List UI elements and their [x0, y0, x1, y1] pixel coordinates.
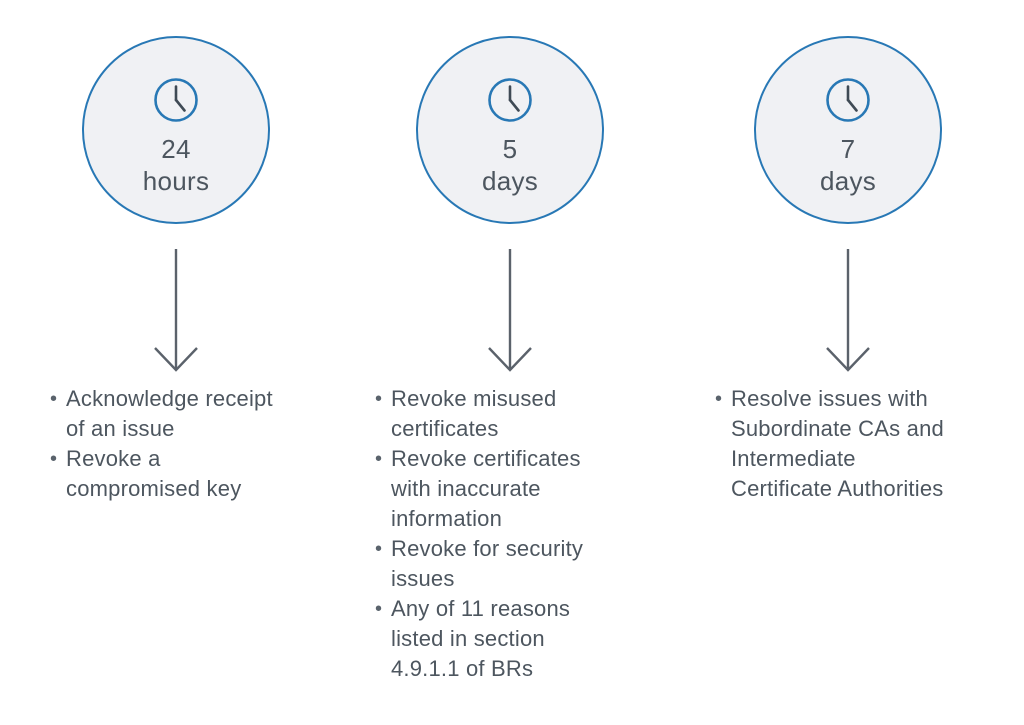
down-arrow-icon [824, 248, 872, 374]
column-24-hours: 24 hours Acknowledge receipt of an issue… [30, 0, 322, 725]
time-badge: 7 days [754, 36, 942, 224]
badge-unit: days [481, 166, 539, 196]
clock-icon [825, 77, 871, 123]
time-badge: 5 days [416, 36, 604, 224]
badge-value: 5 [502, 134, 518, 164]
badge-unit: hours [142, 166, 210, 196]
list-item: Acknowledge receipt of an issue [50, 384, 310, 444]
duty-list: Resolve issues with Subordinate CAs and … [715, 384, 995, 504]
badge-value: 24 [161, 134, 191, 164]
badge-value: 7 [840, 134, 856, 164]
badge-unit: days [819, 166, 877, 196]
list-item: Revoke certificates with inaccurate info… [375, 444, 645, 534]
down-arrow-icon [152, 248, 200, 374]
clock-icon [487, 77, 533, 123]
clock-icon [153, 77, 199, 123]
duty-list: Acknowledge receipt of an issue Revoke a… [50, 384, 310, 504]
column-5-days: 5 days Revoke misused certificates Revok… [362, 0, 658, 725]
duty-list: Revoke misused certificates Revoke certi… [375, 384, 645, 684]
list-item: Revoke for security issues [375, 534, 645, 594]
list-item: Resolve issues with Subordinate CAs and … [715, 384, 995, 504]
down-arrow-icon [486, 248, 534, 374]
list-item: Revoke misused certificates [375, 384, 645, 444]
list-item: Revoke a compromised key [50, 444, 310, 504]
column-7-days: 7 days Resolve issues with Subordinate C… [698, 0, 998, 725]
time-badge: 24 hours [82, 36, 270, 224]
list-item: Any of 11 reasons listed in section 4.9.… [375, 594, 645, 684]
